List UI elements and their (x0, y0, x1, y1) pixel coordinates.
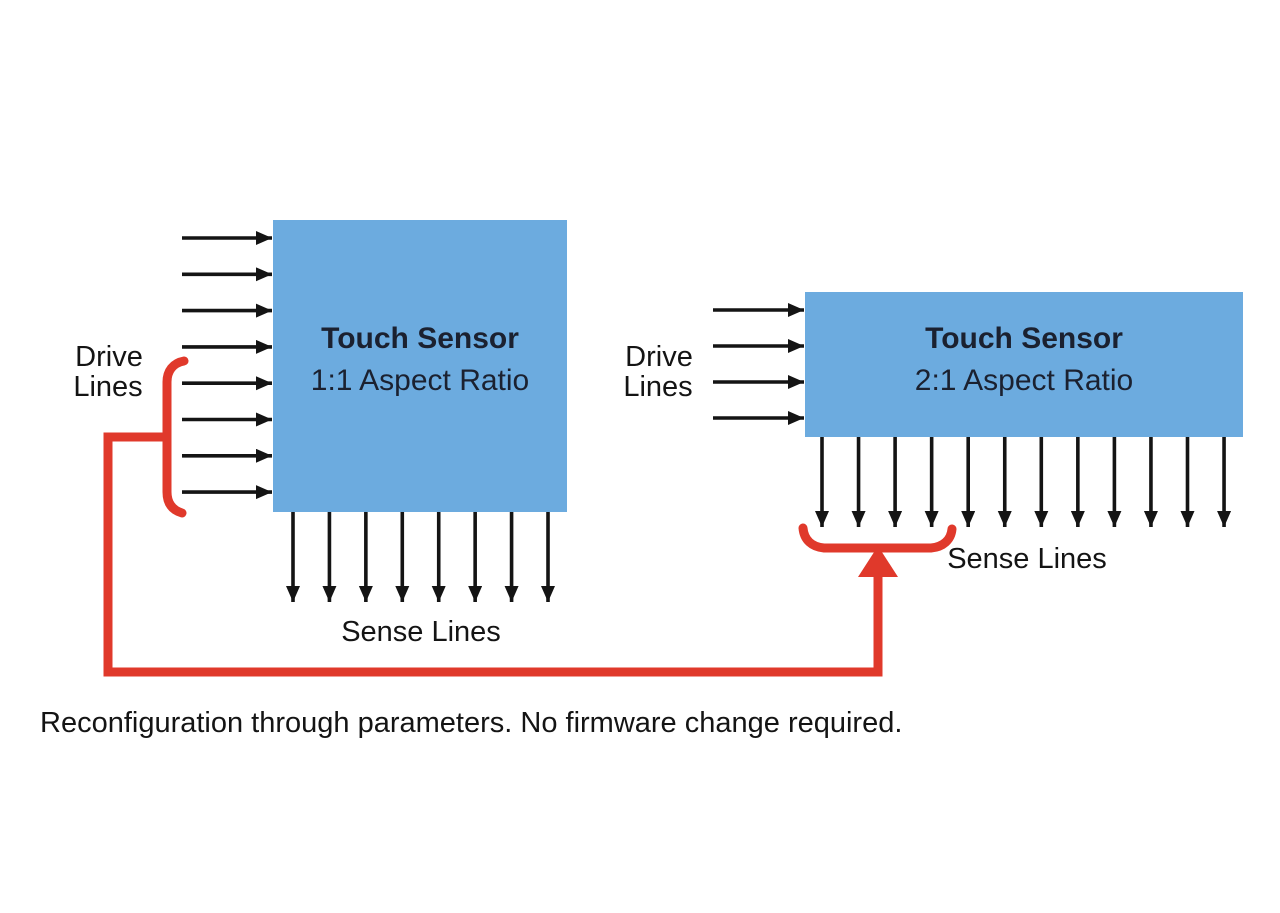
reconfiguration-annotation (103, 356, 957, 677)
touch-sensor-2to1-box (805, 292, 1243, 437)
drive-lines-arrows-right (713, 303, 804, 425)
sense-lines-label-right: Sense Lines (947, 543, 1107, 575)
sense-lines-arrows-left (286, 512, 556, 602)
sense-lines-label-left: Sense Lines (341, 616, 501, 648)
touch-sensor-1to1-box (273, 220, 567, 512)
drive-lines-label-right-line1: Drive (625, 341, 693, 373)
sensor-1to1-title: Touch Sensor (321, 322, 519, 355)
reconfiguration-connector-line (103, 432, 883, 677)
sense-lines-arrows-right (815, 437, 1232, 527)
sensor-2to1-group: Touch Sensor 2:1 Aspect Ratio Drive Line… (623, 292, 1243, 575)
sensor-2to1-title: Touch Sensor (925, 322, 1123, 355)
drive-lines-brace-left (162, 356, 189, 518)
sensor-2to1-subtitle: 2:1 Aspect Ratio (915, 364, 1133, 397)
caption: Reconfiguration through parameters. No f… (40, 707, 902, 739)
sensor-1to1-group: Touch Sensor 1:1 Aspect Ratio Drive Line… (73, 220, 567, 648)
drive-lines-arrows-left (182, 231, 272, 500)
reconfiguration-arrowhead (858, 546, 898, 577)
sense-lines-brace-right (798, 523, 957, 553)
drive-lines-label-right-line2: Lines (623, 371, 692, 403)
sensor-1to1-subtitle: 1:1 Aspect Ratio (311, 364, 529, 397)
drive-lines-label-left-line1: Drive (75, 341, 143, 373)
drive-lines-label-left-line2: Lines (73, 371, 142, 403)
